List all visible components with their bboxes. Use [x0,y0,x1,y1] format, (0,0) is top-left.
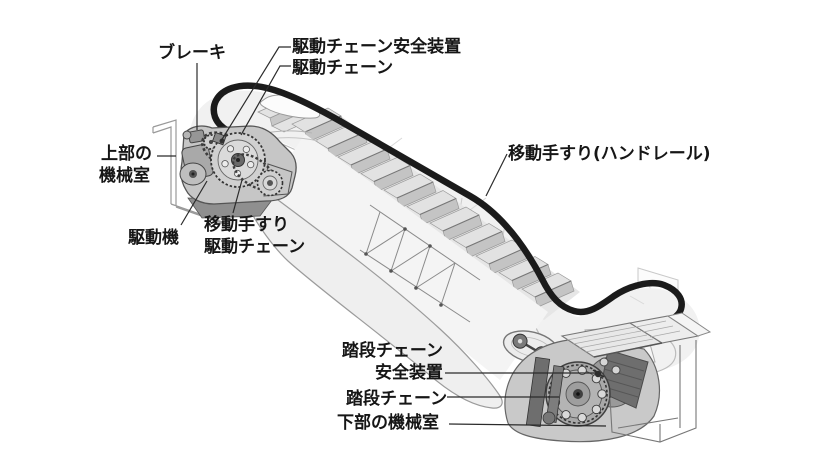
leader-drive-machine [180,180,208,226]
leader-drive-chain-safety [220,46,291,142]
truss-structure [359,204,481,323]
lower-pit-box [609,340,697,443]
label-upper-machine-room-line2: 機械室 [99,166,150,186]
drive-chain-safety-device [212,131,227,146]
leader-drive-chain [240,65,291,136]
label-handrail-drive-chain-line1: 移動手すり [204,215,289,235]
truss-side-panel [266,134,548,380]
step-return-band [599,349,649,409]
near-balustrade-panel [250,190,503,409]
lower-machine-parts [525,356,565,428]
label-step-chain-safety-line2: 安全装置 [375,363,443,383]
label-moving-handrail: 移動手すり(ハンドレール) [508,144,711,164]
label-step-chain: 踏段チェーン [346,389,448,409]
label-lower-machine-room: 下部の機械室 [337,413,439,433]
brake-unit [182,129,206,144]
upper-machine-room-drawing [179,125,297,219]
leader-moving-handrail [485,153,508,197]
label-upper-machine-room-line1: 上部の [101,144,152,164]
lower-landing-deck [560,312,712,358]
label-drive-machine: 駆動機 [128,228,179,248]
label-handrail-drive-chain-line2: 駆動チェーン [204,237,306,257]
leader-lines [157,46,607,427]
label-drive-chain: 駆動チェーン [292,58,394,78]
leader-lower-machine-room [448,423,607,427]
label-brake: ブレーキ [158,43,226,63]
label-step-chain-safety-line1: 踏段チェーン [341,341,443,361]
label-drive-chain-safety-device: 駆動チェーン安全装置 [292,37,462,57]
leader-handrail-drive-chain [232,179,243,214]
handrail-drive-sprocket [256,169,284,197]
